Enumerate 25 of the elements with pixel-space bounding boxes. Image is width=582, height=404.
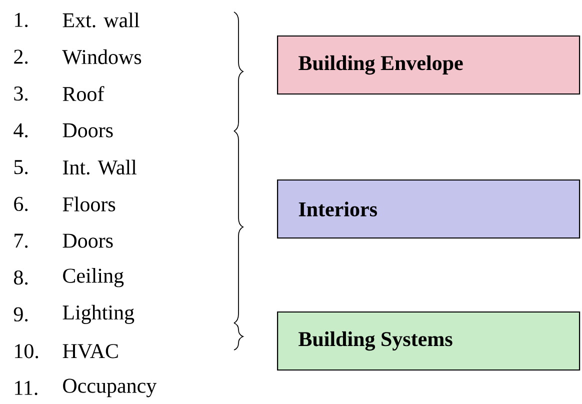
list-number: 2.	[14, 50, 28, 64]
list-item: Doors	[62, 234, 113, 248]
list-number: 10.	[15, 344, 38, 358]
list-number: 11.	[15, 380, 38, 396]
list-number: 4.	[14, 123, 28, 138]
list-number: 1.	[15, 12, 28, 28]
list-number: 8.	[14, 270, 28, 285]
list-number: 9.	[14, 307, 28, 322]
list-item: Floors	[62, 196, 116, 212]
list-item: Ceiling	[63, 268, 124, 288]
list-item: Windows	[62, 49, 142, 64]
list-item: Int. Wall	[62, 160, 137, 175]
category-box: Interiors	[277, 179, 580, 239]
list-item: Occupancy	[63, 378, 157, 398]
list-number: 6.	[14, 196, 28, 212]
list-number: 5.	[14, 160, 28, 174]
list-number: 7.	[14, 234, 28, 248]
category-box: Building Envelope	[277, 35, 580, 95]
list-item: Lighting	[62, 304, 134, 324]
list-item: Ext. wall	[62, 12, 140, 28]
list-item: Doors	[62, 123, 113, 138]
list-item: Roof	[62, 86, 104, 102]
list-number: 3.	[14, 86, 28, 101]
category-box: Building Systems	[277, 311, 580, 371]
list-item: HVAC	[62, 344, 118, 358]
